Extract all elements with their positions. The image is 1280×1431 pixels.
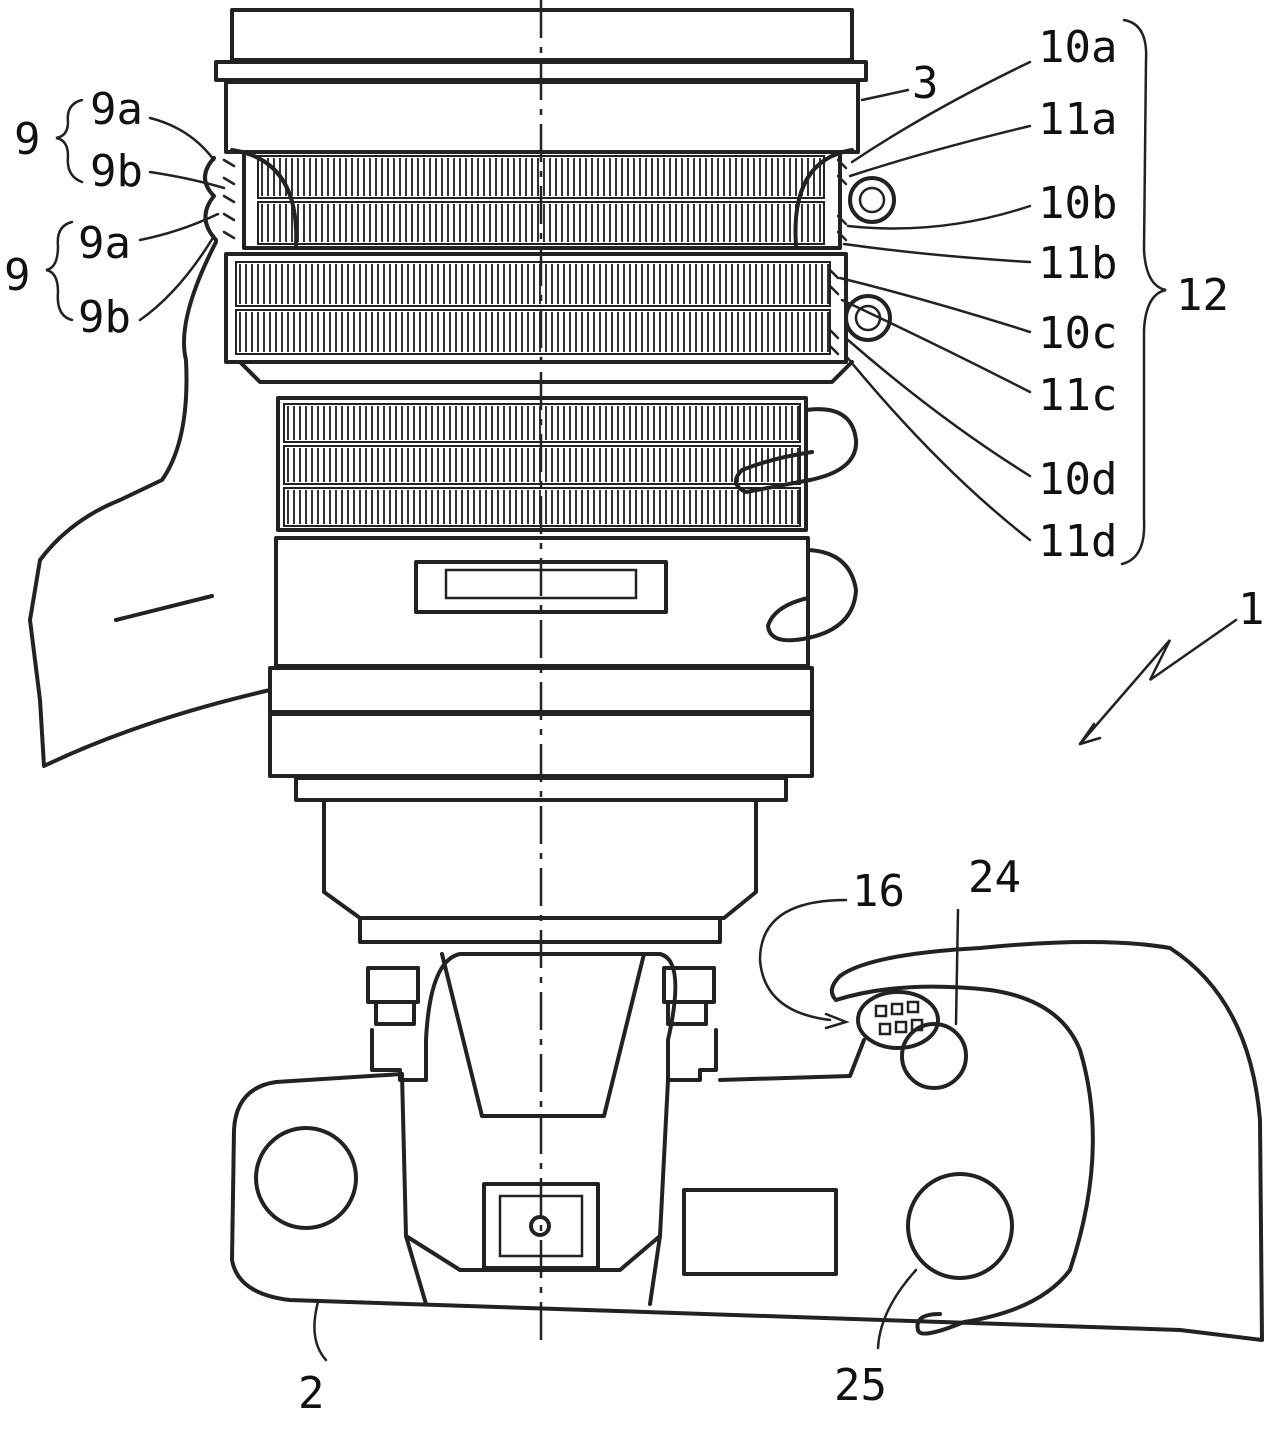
label-2: 2 [298, 1368, 325, 1419]
hood-rim [214, 60, 868, 82]
label-9-top: 9 [14, 114, 41, 165]
label-9a-top: 9a [90, 84, 143, 135]
knurl-hatching [287, 406, 799, 440]
label-10a: 10a [1038, 22, 1117, 73]
knurl-hatching [287, 448, 799, 482]
label-9b-bottom: 9b [78, 292, 131, 343]
camera-body [230, 952, 1182, 1332]
knurl-hatching [287, 490, 799, 524]
switch-group-12 [828, 158, 896, 356]
label-10b: 10b [1038, 178, 1117, 229]
switch-knob-upper [848, 176, 896, 224]
left-hand [28, 240, 272, 768]
lcd-panel [682, 1188, 838, 1276]
braces [45, 18, 1167, 566]
label-10d: 10d [1038, 454, 1117, 505]
label-9a-bottom: 9a [78, 218, 131, 269]
shutter-release-24 [900, 1022, 968, 1090]
label-12: 12 [1176, 270, 1229, 321]
right-fingers-on-lens [734, 407, 859, 643]
label-16: 16 [852, 866, 905, 917]
reference-numerals: 9 9a 9b 9 9a 9b 3 10a 11a 10b 11b 10c 11… [4, 22, 1265, 1419]
pentaprism-housing [370, 952, 718, 1082]
hot-shoe-contact [529, 1215, 551, 1237]
label-11c: 11c [1038, 370, 1117, 421]
lens-release-knob-right [662, 966, 716, 1004]
knurl-hatching [261, 204, 821, 242]
mode-dial-25 [906, 1172, 1014, 1280]
label-9-bottom: 9 [4, 250, 31, 301]
label-10c: 10c [1038, 308, 1117, 359]
knurl-hatching [239, 264, 829, 304]
label-24: 24 [968, 852, 1021, 903]
front-barrel-section [224, 80, 860, 154]
label-3: 3 [912, 58, 939, 109]
body-outline [230, 1072, 1182, 1332]
leader-lines [138, 60, 1238, 1362]
operation-buttons-16 [856, 990, 940, 1050]
switch-group-9-left [203, 156, 236, 242]
label-11a: 11a [1038, 94, 1117, 145]
right-hand [829, 940, 1264, 1342]
rewind-dial [254, 1126, 358, 1230]
knurl-hatching [239, 312, 829, 352]
label-9b-top: 9b [90, 146, 143, 197]
label-25: 25 [834, 1360, 887, 1411]
operation-ring-lower [224, 252, 854, 384]
label-11d: 11d [1038, 516, 1117, 567]
label-11b: 11b [1038, 238, 1117, 289]
label-1: 1 [1238, 584, 1265, 635]
lens-release-knob-left [366, 966, 420, 1004]
switch-knob-lower [844, 294, 892, 342]
